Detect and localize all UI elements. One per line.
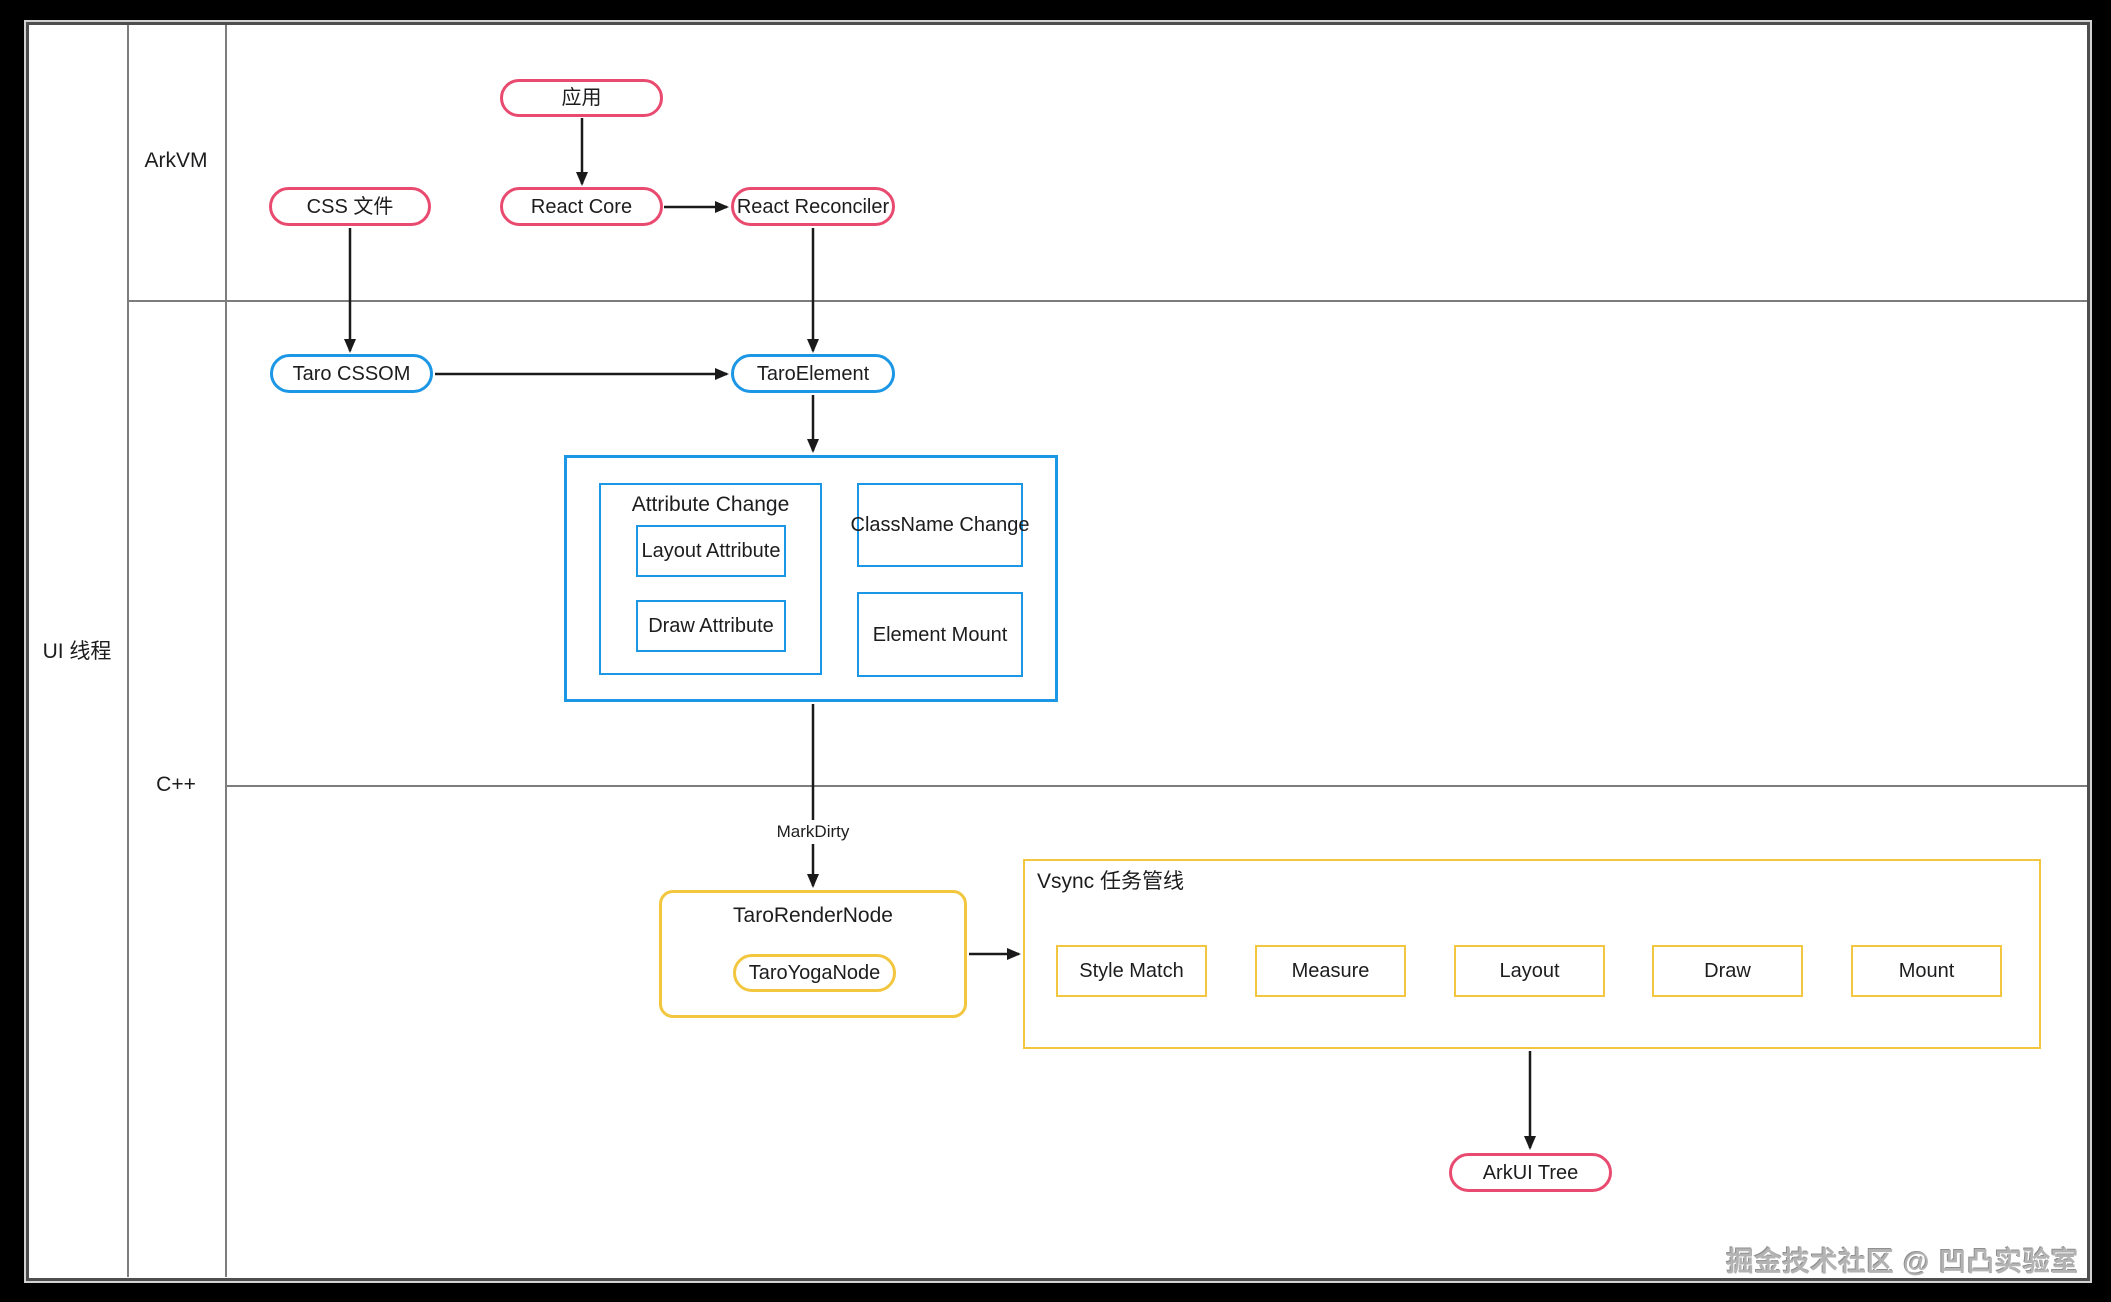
node-layout-attribute: Layout Attribute [636, 525, 786, 577]
node-mount: Mount [1851, 945, 2002, 997]
attribute-change-title: Attribute Change [631, 493, 790, 516]
node-measure: Measure [1255, 945, 1406, 997]
watermark: 掘金技术社区 @ 凹凸实验室 [1726, 1247, 2079, 1277]
node-react-core: React Core [500, 187, 663, 226]
lane-label-cpp: C++ [156, 773, 196, 796]
node-element-mount: Element Mount [857, 592, 1023, 677]
node-draw-attribute: Draw Attribute [636, 600, 786, 652]
node-app: 应用 [500, 79, 663, 117]
node-classname-change: ClassName Change [851, 483, 1030, 567]
node-layout: Layout [1454, 945, 1605, 997]
diagram-canvas [24, 20, 2092, 1283]
taro-render-node-title: TaroRenderNode [733, 904, 893, 927]
node-taro-cssom: Taro CSSOM [270, 354, 433, 393]
vsync-pipeline-title: Vsync 任务管线 [1037, 870, 1185, 893]
node-arkui-tree: ArkUI Tree [1449, 1153, 1612, 1192]
lane-label-ui-thread: UI 线程 [42, 640, 112, 663]
node-draw: Draw [1652, 945, 1803, 997]
node-style-match: Style Match [1056, 945, 1207, 997]
node-react-reconciler: React Reconciler [731, 187, 895, 226]
node-css-file: CSS 文件 [269, 187, 431, 226]
node-taro-element: TaroElement [731, 354, 895, 393]
lane-label-arkvm: ArkVM [144, 149, 208, 172]
node-taro-yoga-node: TaroYogaNode [733, 954, 896, 992]
edge-label-markdirty: MarkDirty [770, 820, 856, 844]
